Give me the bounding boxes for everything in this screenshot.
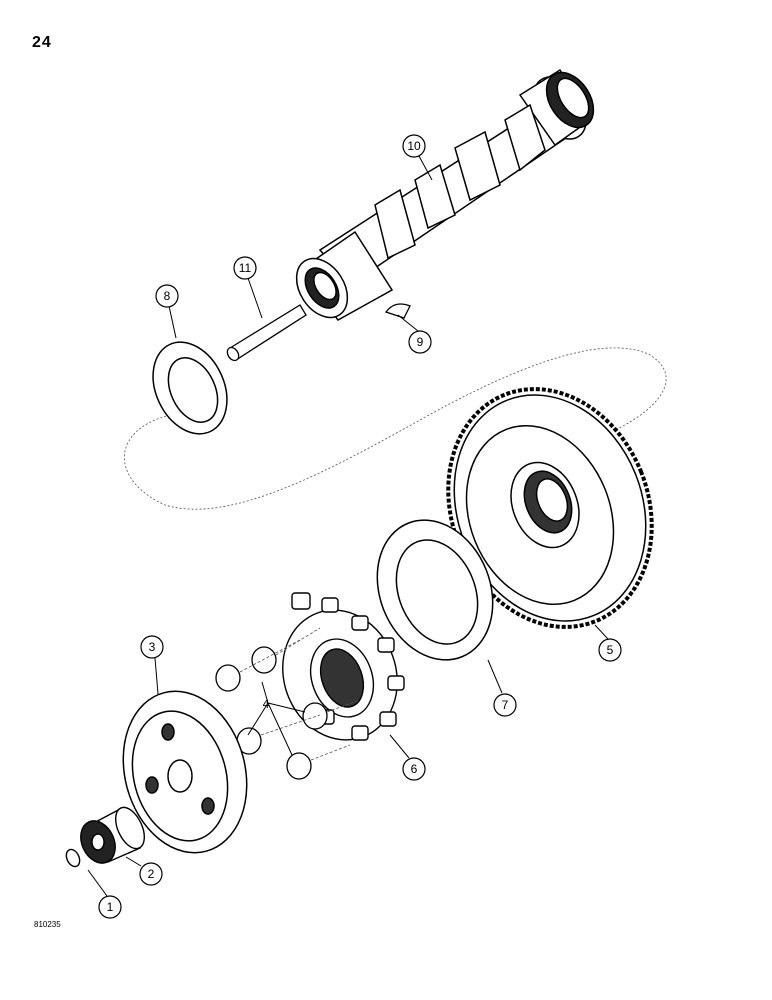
hub-bushing — [80, 806, 146, 864]
callout-label: 5 — [607, 643, 614, 657]
callout-label: 11 — [239, 261, 252, 275]
figure-id: 810235 — [34, 920, 61, 929]
callout-4: 4 — [263, 697, 270, 711]
callout-label: 9 — [417, 335, 424, 349]
leader-lines — [87, 155, 609, 897]
gear-washer — [376, 519, 494, 661]
callout-11: 11 — [233, 256, 257, 280]
callout-label: 10 — [407, 139, 421, 153]
callout-label: 1 — [107, 900, 114, 914]
callout-10: 10 — [402, 134, 426, 158]
page-number: 24 — [32, 34, 52, 51]
callout-9: 9 — [408, 330, 432, 354]
callout-2: 2 — [139, 862, 163, 886]
callout-8: 8 — [155, 284, 179, 308]
retaining-ring — [65, 848, 81, 868]
callout-5: 5 — [598, 638, 622, 662]
hub-plate — [122, 690, 248, 854]
cam-gear — [446, 387, 654, 629]
callout-7: 7 — [493, 693, 517, 717]
callout-label: 7 — [502, 698, 509, 712]
callout-1: 1 — [98, 895, 122, 919]
callout-label: 4 — [263, 697, 270, 711]
button-guide-lines — [239, 627, 361, 761]
camshaft — [295, 68, 595, 321]
callout-6: 6 — [402, 757, 426, 781]
pin — [226, 304, 307, 362]
callout-label: 8 — [164, 289, 171, 303]
callout-3: 3 — [140, 635, 164, 659]
callout-label: 2 — [148, 867, 155, 881]
rubber-buttons — [215, 646, 328, 780]
callout-label: 6 — [411, 762, 418, 776]
woodruff-key — [384, 303, 411, 319]
thrust-washer — [152, 341, 228, 435]
callout-label: 3 — [149, 640, 156, 654]
